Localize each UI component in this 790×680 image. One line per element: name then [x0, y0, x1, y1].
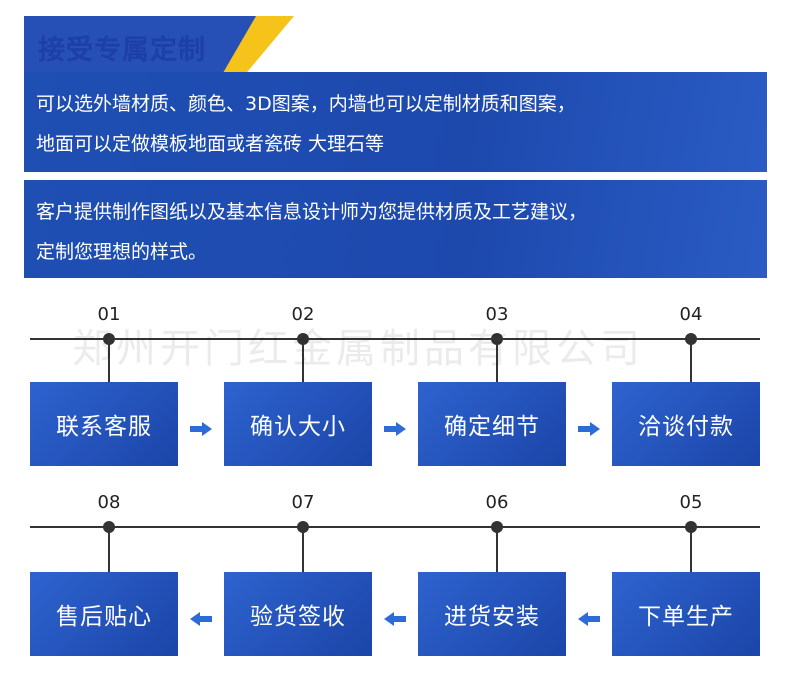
timeline-connector: [496, 527, 498, 572]
step-number: 01: [97, 304, 121, 325]
arrow-left-icon: [190, 612, 212, 626]
timeline-connector: [108, 527, 110, 572]
step-box-inspect-receive: 验货签收: [224, 572, 372, 656]
step-label: 联系客服: [56, 414, 152, 440]
section-title-banner: 接受专属定制: [24, 16, 294, 72]
step-number: 05: [679, 492, 703, 513]
section-title: 接受专属定制: [38, 35, 206, 66]
step-number: 03: [485, 304, 509, 325]
step-number: 06: [485, 492, 509, 513]
step-number: 08: [97, 492, 121, 513]
arrow-right-icon: [384, 422, 406, 436]
timeline-connector: [108, 339, 110, 382]
step-label: 下单生产: [638, 604, 734, 630]
timeline-line-row2: [30, 526, 760, 528]
step-label: 售后贴心: [56, 604, 152, 630]
step-box-order-production: 下单生产: [612, 572, 760, 656]
info-line: 定制您理想的样式。: [36, 241, 208, 263]
step-label: 确定细节: [444, 414, 540, 440]
timeline-connector: [302, 339, 304, 382]
arrow-right-icon: [578, 422, 600, 436]
watermark: 郑州开门红金属制品有限公司: [72, 326, 644, 372]
info-line: 客户提供制作图纸以及基本信息设计师为您提供材质及工艺建议，: [36, 201, 588, 223]
step-number: 02: [291, 304, 315, 325]
banner-blue-shape: [24, 16, 256, 72]
step-box-negotiate-payment: 洽谈付款: [612, 382, 760, 466]
step-label: 洽谈付款: [638, 414, 734, 440]
step-label: 确认大小: [250, 414, 346, 440]
step-box-delivery-install: 进货安装: [418, 572, 566, 656]
arrow-left-icon: [578, 612, 600, 626]
timeline-connector: [496, 339, 498, 382]
step-box-confirm-details: 确定细节: [418, 382, 566, 466]
timeline-connector: [302, 527, 304, 572]
step-label: 进货安装: [444, 604, 540, 630]
timeline-line-row1: [30, 338, 760, 340]
timeline-connector: [690, 527, 692, 572]
timeline-connector: [690, 339, 692, 382]
arrow-right-icon: [190, 422, 212, 436]
step-box-after-sales: 售后贴心: [30, 572, 178, 656]
info-box-materials: 可以选外墙材质、颜色、3D图案，内墙也可以定制材质和图案， 地面可以定做模板地面…: [24, 72, 767, 172]
arrow-left-icon: [384, 612, 406, 626]
info-line: 可以选外墙材质、颜色、3D图案，内墙也可以定制材质和图案，: [36, 93, 576, 115]
step-box-contact-service: 联系客服: [30, 382, 178, 466]
step-number: 07: [291, 492, 315, 513]
step-label: 验货签收: [250, 604, 346, 630]
info-box-design: 客户提供制作图纸以及基本信息设计师为您提供材质及工艺建议， 定制您理想的样式。: [24, 180, 767, 278]
step-box-confirm-size: 确认大小: [224, 382, 372, 466]
step-number: 04: [679, 304, 703, 325]
info-line: 地面可以定做模板地面或者瓷砖 大理石等: [36, 133, 385, 155]
